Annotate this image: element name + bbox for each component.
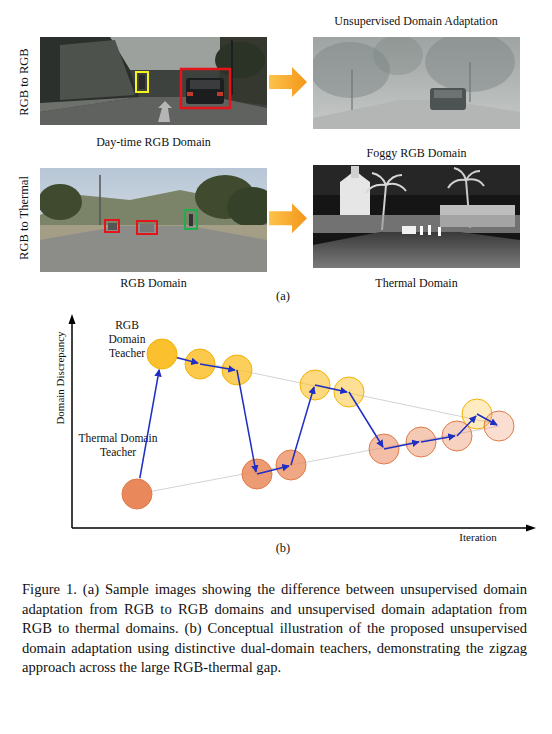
circle-outline <box>146 338 178 370</box>
axis-label: Domain Discrepancy <box>54 331 66 424</box>
teacher-circle <box>484 411 514 441</box>
pedestrian <box>189 214 193 226</box>
photo-background <box>40 37 267 125</box>
car <box>430 88 466 110</box>
tail-light <box>217 92 223 96</box>
column-heading: Unsupervised Domain Adaptation <box>334 14 497 29</box>
thermal-teacher-circles <box>242 411 514 489</box>
tree <box>227 187 267 227</box>
zigzag-arrow <box>457 416 476 436</box>
zigzag-arrow <box>140 370 159 478</box>
tree-trunk <box>351 70 353 112</box>
zigzag-path <box>162 354 497 474</box>
zigzag-arrow <box>421 436 455 442</box>
zigzag-arrow <box>200 364 235 370</box>
car-window <box>434 90 462 98</box>
zigzag-arrow <box>349 392 383 447</box>
image-caption: Foggy RGB Domain <box>313 146 520 160</box>
detection-box <box>137 221 157 234</box>
axis-arrowhead <box>526 525 536 532</box>
teacher-label: RGB Domain Teacher <box>102 319 152 360</box>
roadside <box>313 215 520 233</box>
figure-caption: Figure 1. (a) Sample images showing the … <box>22 580 527 678</box>
row-label: RGB to RGB <box>17 48 32 115</box>
building <box>60 40 135 100</box>
palm-fronds <box>448 168 484 188</box>
road <box>40 97 267 125</box>
pedestrian <box>438 227 441 236</box>
zigzag-arrow <box>257 466 289 474</box>
y-axis <box>71 322 73 528</box>
domain-shift-arrow <box>269 67 307 97</box>
building <box>40 37 140 105</box>
tree-trunk <box>469 62 471 102</box>
zigzag-arrow <box>315 385 347 392</box>
pedestrian <box>420 226 423 235</box>
image-caption: Day-time RGB Domain <box>40 135 267 149</box>
detection-box <box>181 69 230 108</box>
road <box>40 226 267 272</box>
thermal-photo <box>313 165 520 268</box>
rgb-photo <box>40 168 267 272</box>
car <box>186 78 224 104</box>
foggy-photo <box>313 37 520 129</box>
rgb-teacher-circles <box>185 349 492 429</box>
traffic-pole <box>231 40 233 95</box>
image-panel: Day-time RGB Domain <box>40 37 267 125</box>
palm-fronds <box>366 173 406 193</box>
teacher-circle-shape <box>147 339 177 369</box>
image-panel: RGB Domain <box>40 168 267 272</box>
teacher-circle-shape <box>122 479 152 509</box>
pedestrian <box>428 225 431 235</box>
tree <box>373 37 423 75</box>
road <box>313 232 520 268</box>
axis-arrowhead <box>69 314 76 324</box>
daytime-photo <box>40 37 267 125</box>
car-window <box>190 80 220 89</box>
circle-outline <box>121 478 153 510</box>
teacher-circle: RGB Domain Teacher <box>146 338 178 370</box>
row-label: RGB to Thermal <box>17 176 32 260</box>
tree <box>40 184 82 220</box>
teacher-label: Thermal Domain Teacher <box>74 432 162 460</box>
building <box>215 37 267 105</box>
car <box>140 224 154 232</box>
pole <box>99 175 101 226</box>
chart-axes <box>69 314 537 532</box>
lane-arrow <box>158 101 172 122</box>
axis-label: Iteration <box>459 531 496 543</box>
sky <box>40 168 267 272</box>
zigzag-arrow <box>291 387 314 465</box>
domain-shift-arrow <box>269 203 307 233</box>
detection-box <box>105 220 119 232</box>
photo-background <box>313 165 520 268</box>
image-caption: RGB Domain <box>40 276 267 290</box>
image-panel: Thermal Domain <box>313 165 520 268</box>
zigzag-arrow <box>477 414 497 425</box>
panel-label: (a) <box>276 289 290 304</box>
tower <box>351 166 359 178</box>
tree <box>215 42 265 78</box>
image-caption: Thermal Domain <box>313 276 520 290</box>
car <box>402 226 416 234</box>
pedestrian <box>139 75 145 89</box>
panel-label: (b) <box>276 541 291 556</box>
car <box>108 223 117 230</box>
detection-box <box>185 210 197 229</box>
road <box>313 100 520 129</box>
zigzag-arrow <box>384 442 419 449</box>
image-panel: Foggy RGB Domain <box>313 37 520 129</box>
detection-box <box>136 72 148 92</box>
zigzag-arrow <box>237 370 256 472</box>
tail-light <box>187 92 193 96</box>
x-axis <box>72 527 528 529</box>
teacher-circle: Thermal Domain Teacher <box>121 478 153 510</box>
